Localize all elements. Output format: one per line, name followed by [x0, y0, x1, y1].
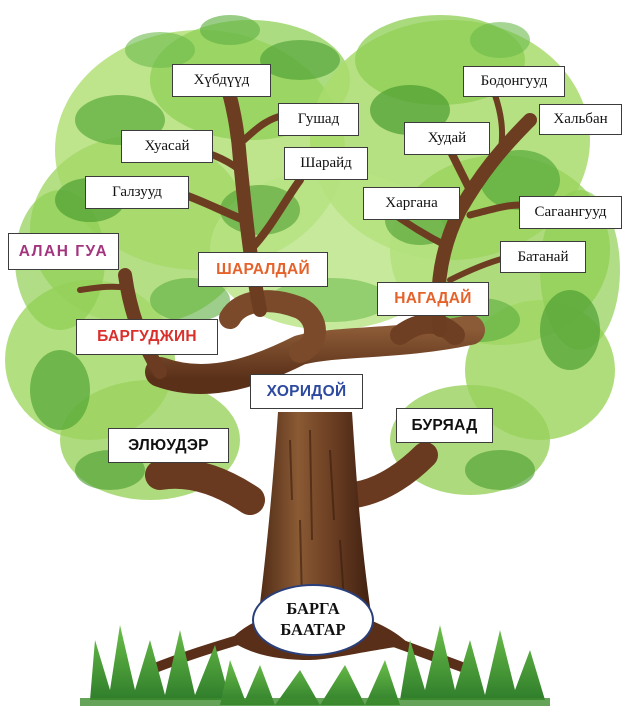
sagaanguud-label: Сагаангууд — [519, 196, 622, 229]
hudai-label: Худай — [404, 122, 490, 155]
sharaldai-label: ШАРАЛДАЙ — [198, 252, 328, 287]
alan-gua-label: АЛАН ГУА — [8, 233, 119, 270]
root-ancestor-oval: БАРГА БААТАР — [252, 584, 374, 656]
nagadai-label: НАГАДАЙ — [377, 282, 489, 316]
galzuud-label: Галзууд — [85, 176, 189, 209]
huasai-label: Хуасай — [121, 130, 213, 163]
root-ancestor-name-line2: БААТАР — [280, 620, 346, 639]
bodonguud-label: Бодонгууд — [463, 66, 565, 97]
gushad-label: Гушад — [278, 103, 359, 136]
horidoi-label: ХОРИДОЙ — [250, 374, 363, 409]
hargana-label: Харгана — [363, 187, 460, 220]
root-ancestor-name-line1: БАРГА — [286, 599, 340, 619]
hubduud-label: Хүбдүүд — [172, 64, 271, 97]
bargudzhin-label: БАРГУДЖИН — [76, 319, 218, 355]
buryad-label: БУРЯАД — [396, 408, 493, 443]
halban-label: Хальбан — [539, 104, 622, 135]
grass-ground — [80, 625, 550, 706]
eluuder-label: ЭЛЮУДЭР — [108, 428, 229, 463]
sharaid-label: Шарайд — [284, 147, 368, 180]
batanai-label: Батанай — [500, 241, 586, 273]
